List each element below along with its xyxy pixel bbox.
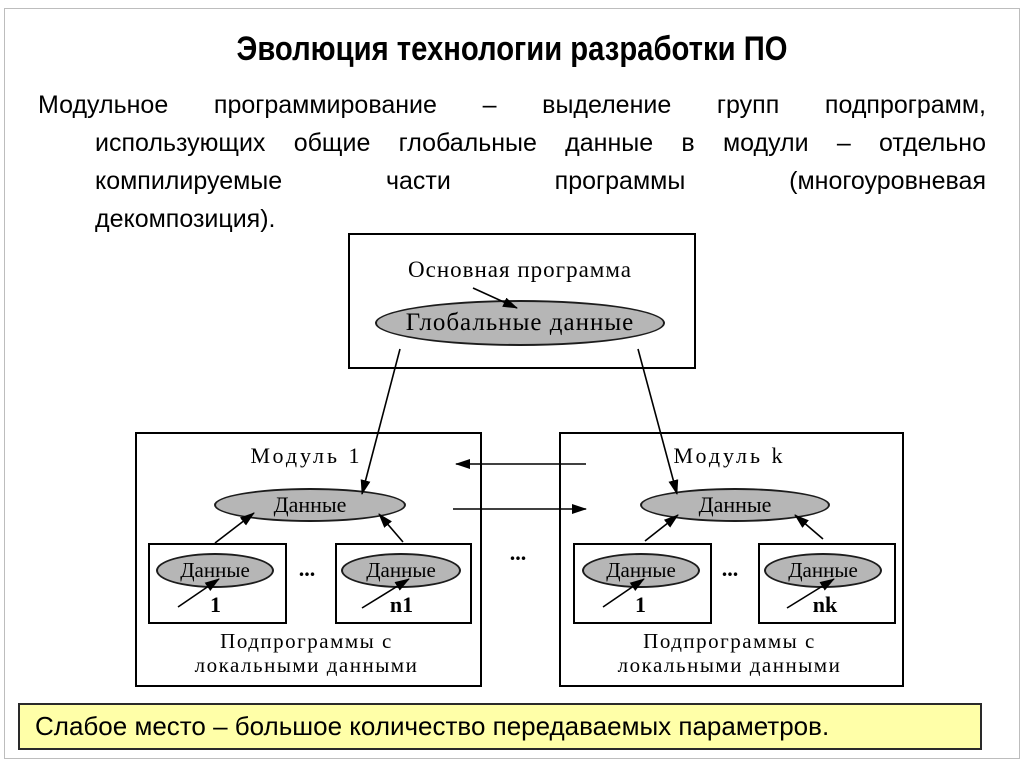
slide-border-frame bbox=[4, 8, 1020, 759]
module-1-subroutine-n-index: n1 bbox=[389, 592, 414, 617]
body-paragraph-line-4: декомпозиция). bbox=[95, 205, 276, 233]
main-program-label: Основная программа bbox=[408, 257, 632, 282]
global-data-ellipse bbox=[375, 300, 665, 346]
module-1-subroutine-1-label: Данные bbox=[180, 558, 250, 582]
module-k-subroutine-n-box bbox=[758, 543, 896, 624]
module-1-caption-line-1: Подпрограммы с bbox=[220, 629, 393, 653]
page-title: Эволюция технологии разработки ПО bbox=[236, 30, 788, 68]
module-1-subroutine-1-index: 1 bbox=[210, 592, 221, 617]
body-paragraph-line-2: использующих общие глобальные данные в м… bbox=[95, 129, 986, 157]
footer-note-text: Слабое место – большое количество переда… bbox=[35, 711, 830, 741]
module-k-title: Модуль k bbox=[673, 443, 786, 468]
module-1-subroutine-n-box bbox=[335, 543, 472, 624]
footer-note-bar: Слабое место – большое количество переда… bbox=[18, 703, 982, 750]
inter-module-ellipsis: ... bbox=[509, 540, 527, 565]
global-data-label: Глобальные данные bbox=[405, 309, 635, 336]
module-k-subroutine-n-ellipse bbox=[764, 553, 882, 588]
module-k-subroutine-n-index: nk bbox=[812, 592, 838, 617]
module-1-ellipsis: ... bbox=[298, 556, 316, 581]
module-k-data-label: Данные bbox=[698, 492, 772, 517]
module-1-caption-line-2: локальными данными bbox=[194, 653, 419, 677]
body-paragraph-line-1: Модульное программирование – выделение г… bbox=[38, 91, 986, 119]
module-1-subroutine-n-label: Данные bbox=[366, 558, 436, 582]
module-k-subroutine-1-index: 1 bbox=[635, 592, 646, 617]
module-k-subroutine-n-label: Данные bbox=[788, 558, 858, 582]
module-k-box bbox=[559, 432, 904, 687]
module-k-caption-line-1: Подпрограммы с bbox=[643, 629, 816, 653]
module-k-subroutine-1-box bbox=[573, 543, 712, 624]
body-paragraph-line-3: компилируемые части программы (многоуров… bbox=[95, 167, 986, 195]
module-k-caption-line-2: локальными данными bbox=[617, 653, 842, 677]
module-1-subroutine-1-box bbox=[148, 543, 287, 624]
module-k-subroutine-1-label: Данные bbox=[606, 558, 676, 582]
module-1-box bbox=[135, 432, 482, 687]
module-k-ellipsis: ... bbox=[721, 556, 739, 581]
main-program-box bbox=[348, 233, 696, 369]
module-1-title: Модуль 1 bbox=[250, 443, 363, 468]
module-1-data-label: Данные bbox=[273, 492, 347, 517]
